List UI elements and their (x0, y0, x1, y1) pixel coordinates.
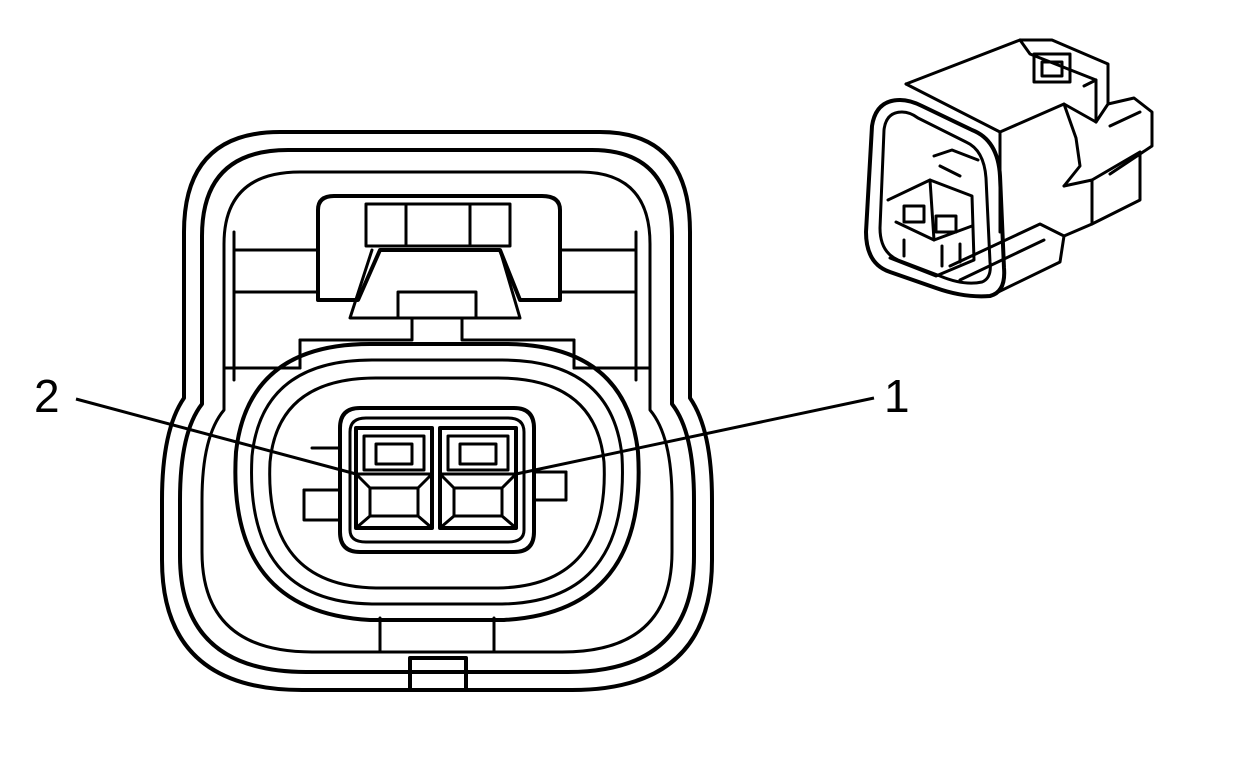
bottom-key-tab (408, 656, 468, 692)
seal-ring-inner (250, 358, 624, 606)
terminal-cavity-1 (438, 426, 518, 530)
seal-ring-outer (233, 342, 641, 622)
iso-front-frame-outer (864, 98, 1007, 299)
housing-inner-outline (178, 148, 696, 674)
callout-label-pin-1: 1 (884, 370, 910, 422)
terminal-cavity-block (302, 406, 568, 554)
connector-face-view (160, 130, 714, 692)
connector-isometric-view (864, 38, 1154, 299)
iso-front-frame-inner (878, 110, 992, 285)
housing-rim-outline (200, 170, 674, 654)
callout-label-pin-2: 2 (34, 370, 60, 422)
leader-line-pin-2 (75, 397, 357, 476)
callout-pin-2: 2 (34, 370, 357, 476)
leader-line-pin-1 (515, 396, 875, 476)
housing-outer-outline (160, 130, 714, 692)
callout-pin-1: 1 (515, 370, 910, 476)
locking-latch (298, 194, 576, 370)
terminal-cavity-2 (354, 426, 434, 530)
